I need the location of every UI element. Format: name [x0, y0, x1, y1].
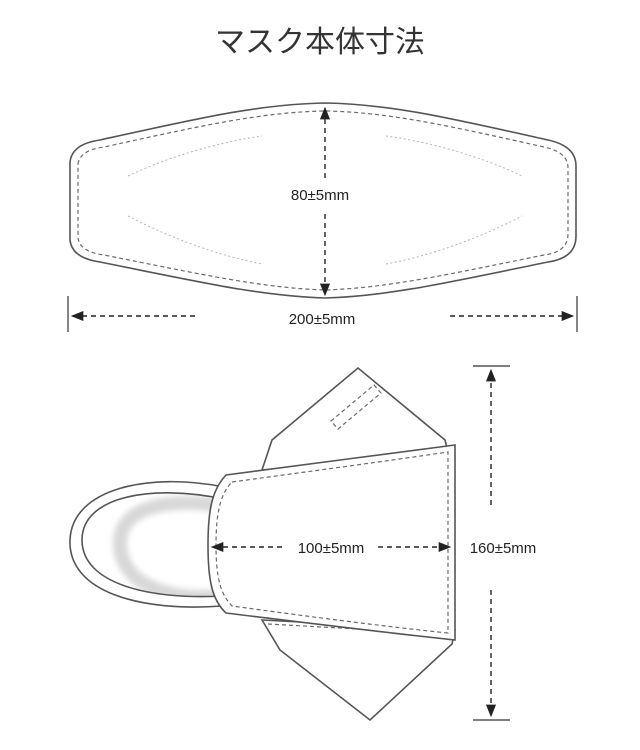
mask-body-stitch [215, 451, 449, 634]
mask-width-label: 200±5mm [289, 311, 356, 328]
fold-line-right-top [385, 135, 523, 177]
fold-line-right-bottom [385, 215, 523, 265]
mask-side-view: 100±5mm 160±5mm [69, 365, 537, 722]
mask-front-stitch [77, 110, 569, 291]
nose-wire [330, 384, 382, 430]
mask-front-outline [69, 102, 577, 299]
ear-loop-shadow [113, 496, 223, 605]
page-title: マスク本体寸法 [215, 25, 425, 60]
side-height-label: 160±5mm [470, 540, 537, 557]
mask-body [207, 444, 456, 641]
fold-line-left-bottom [127, 215, 263, 265]
mask-height-label: 80±5mm [291, 187, 349, 204]
mask-front-view: 80±5mm 200±5mm [67, 102, 578, 332]
mask-depth-label: 100±5mm [298, 540, 365, 557]
